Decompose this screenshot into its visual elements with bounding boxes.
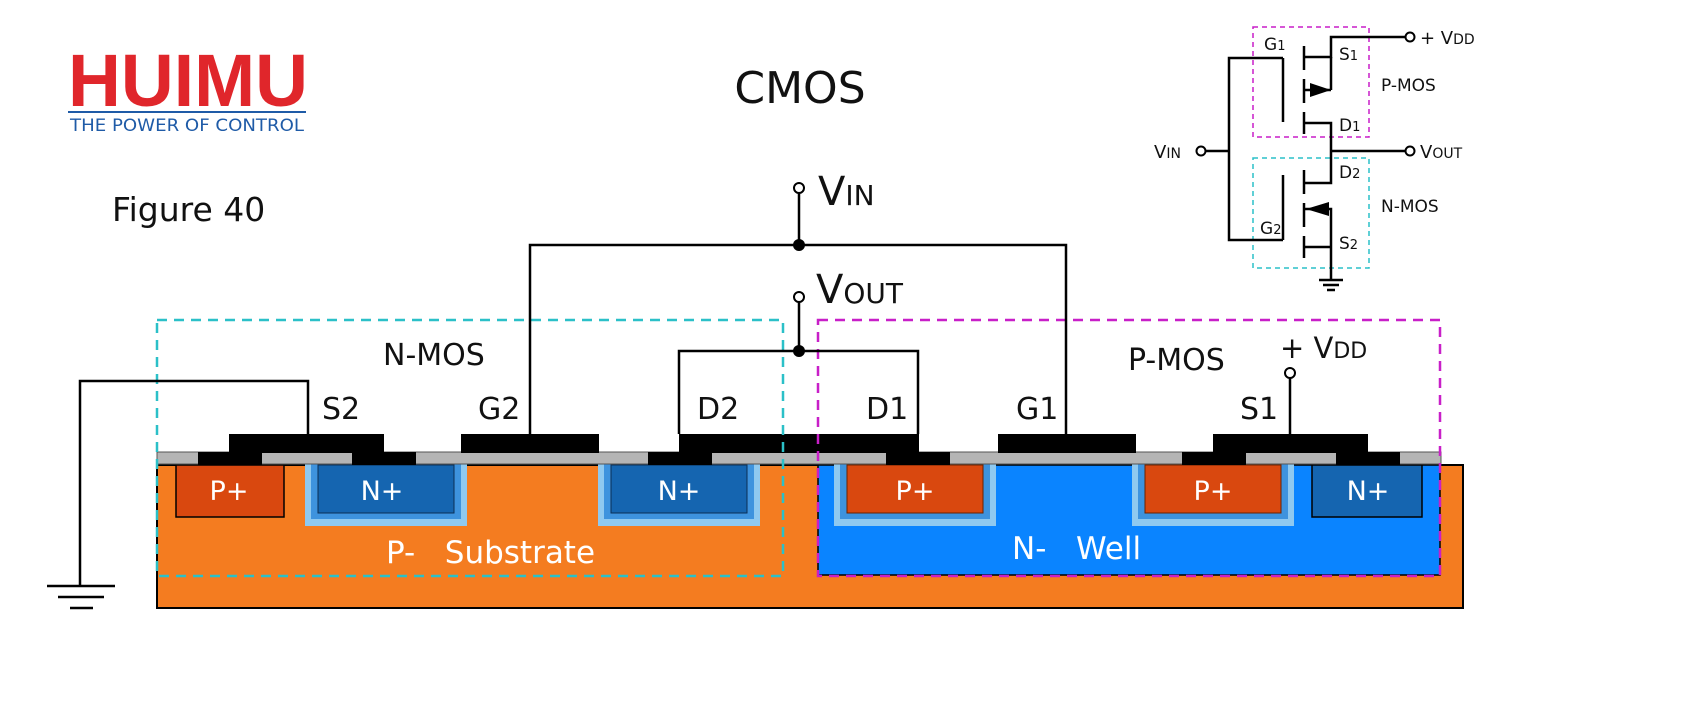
substrate-label: P- Substrate (386, 535, 595, 571)
d-contact-base-left (648, 452, 712, 465)
vin-terminal (793, 182, 805, 194)
schematic-nmos-label: N-MOS (1381, 197, 1439, 217)
n-plus-1-label: N+ (361, 476, 404, 507)
schematic-nmos-box (1252, 157, 1370, 269)
d-contact-base-right (886, 452, 950, 465)
s2-label: S2 (322, 392, 360, 427)
pmos-arrow (1310, 83, 1331, 97)
cross-section: P+ N+ N+ P+ P+ N+ P- Substrate N- Well (47, 169, 1464, 610)
d-metal (679, 434, 919, 453)
logo-brand: HUIMU (68, 39, 308, 122)
g1-label: G1 (1016, 392, 1058, 427)
schematic-pmos-box (1252, 26, 1370, 138)
schematic-vdd-label: + VDD (1420, 28, 1475, 49)
pmos-label: P-MOS (1128, 343, 1225, 378)
logo-tagline: THE POWER OF CONTROL (69, 116, 305, 136)
s2-metal (229, 434, 384, 453)
pmos-boundary (816, 318, 1442, 578)
schematic-d1-label: D1 (1339, 116, 1360, 136)
g2-label: G2 (478, 392, 520, 427)
s1-metal (1213, 434, 1368, 453)
vdd-terminal (1284, 367, 1296, 379)
schematic-pmos-label: P-MOS (1381, 76, 1436, 96)
ground-wire (78, 379, 310, 586)
p-plus-1-label: P+ (896, 476, 935, 507)
p-plus-1-region (846, 464, 984, 514)
schematic-vin-terminal (1195, 145, 1207, 157)
n-plus-1-region (317, 464, 455, 514)
nmos-boundary (155, 318, 785, 578)
s2-contact-base-left (198, 452, 262, 465)
schematic-vout-terminal (1404, 145, 1416, 157)
n-plus-2-region (610, 464, 748, 514)
p-plus-left-label: P+ (210, 476, 249, 507)
vout-terminal (793, 291, 805, 303)
diagram-title: CMOS (734, 63, 865, 114)
cmos-schematic: + VDD VOUT VIN G1 S1 D1 D2 G2 S2 P-MOS N… (1154, 26, 1475, 292)
schematic-s2-label: S2 (1339, 234, 1358, 254)
d1-label: D1 (866, 392, 908, 427)
schematic-wires (1205, 35, 1406, 292)
nmos-arrow (1306, 202, 1329, 216)
schematic-vout-label: VOUT (1420, 142, 1463, 163)
s1-contact-base-left (1182, 452, 1246, 465)
figure-label: Figure 40 (112, 190, 265, 229)
vout-label: VOUT (816, 267, 904, 313)
s2-contact-base-right (352, 452, 416, 465)
p-plus-2-label: P+ (1194, 476, 1233, 507)
vin-label: VIN (818, 169, 875, 215)
s1-label: S1 (1240, 392, 1278, 427)
n-plus-2-label: N+ (658, 476, 701, 507)
d2-label: D2 (697, 392, 739, 427)
well-label: N- Well (1012, 531, 1141, 567)
n-plus-right-region (1311, 464, 1423, 518)
schematic-s1-label: S1 (1339, 45, 1358, 65)
g1-gate (998, 434, 1136, 453)
huimu-logo: HUIMU THE POWER OF CONTROL (68, 39, 308, 136)
s1-contact-base-right (1336, 452, 1400, 465)
vout-junction (793, 345, 805, 357)
schematic-d2-label: D2 (1339, 163, 1360, 183)
schematic-vin-label: VIN (1154, 142, 1181, 163)
metal-layer (198, 434, 1400, 465)
vdd-label: + VDD (1280, 331, 1367, 365)
p-plus-2-region (1144, 464, 1282, 514)
n-plus-right-label: N+ (1347, 476, 1390, 507)
schematic-g2-label: G2 (1260, 219, 1281, 239)
schematic-g1-label: G1 (1264, 35, 1285, 55)
vin-junction (793, 239, 805, 251)
nmos-label: N-MOS (383, 338, 485, 373)
oxide-layer (156, 451, 1442, 465)
schematic-vdd-terminal (1404, 31, 1416, 43)
g2-gate (461, 434, 599, 453)
